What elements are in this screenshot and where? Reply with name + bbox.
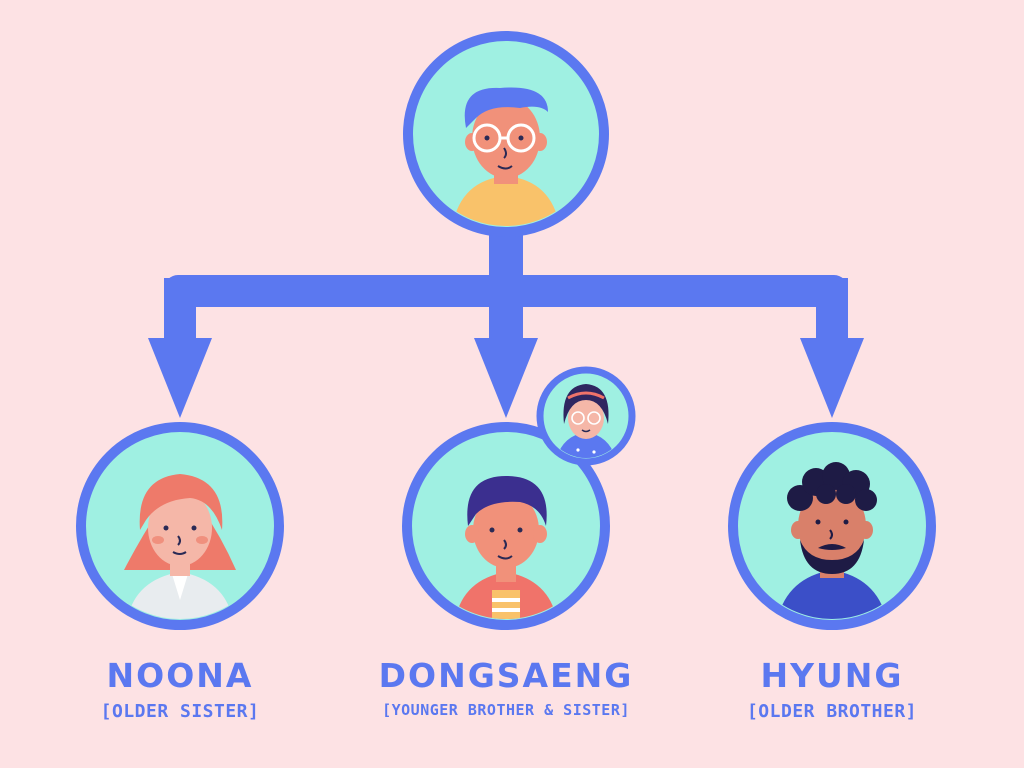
parent-avatar	[403, 31, 609, 237]
hyung-title: HYUNG	[760, 656, 904, 695]
dongsaeng-subtitle: [YOUNGER BROTHER & SISTER]	[382, 701, 630, 719]
left-connector	[164, 278, 196, 340]
arrow-head-center	[474, 338, 538, 418]
noona-avatar	[76, 422, 284, 630]
dongsaeng-avatar	[402, 422, 610, 630]
dongsaeng-title: DONGSAENG	[378, 656, 634, 695]
noona-subtitle: [OLDER SISTER]	[100, 701, 260, 722]
hyung-avatar	[728, 422, 936, 630]
younger-sister-avatar	[536, 366, 636, 466]
arrow-head-right	[800, 338, 864, 418]
right-connector	[816, 278, 848, 340]
connector-tree	[148, 226, 864, 418]
hyung-subtitle: [OLDER BROTHER]	[746, 701, 918, 722]
dongsaeng-label: DONGSAENG [YOUNGER BROTHER & SISTER]	[356, 656, 656, 719]
noona-label: NOONA [OLDER SISTER]	[30, 656, 330, 722]
center-connector	[489, 278, 523, 340]
arrow-head-left	[148, 338, 212, 418]
noona-title: NOONA	[106, 656, 254, 695]
hyung-label: HYUNG [OLDER BROTHER]	[682, 656, 982, 722]
